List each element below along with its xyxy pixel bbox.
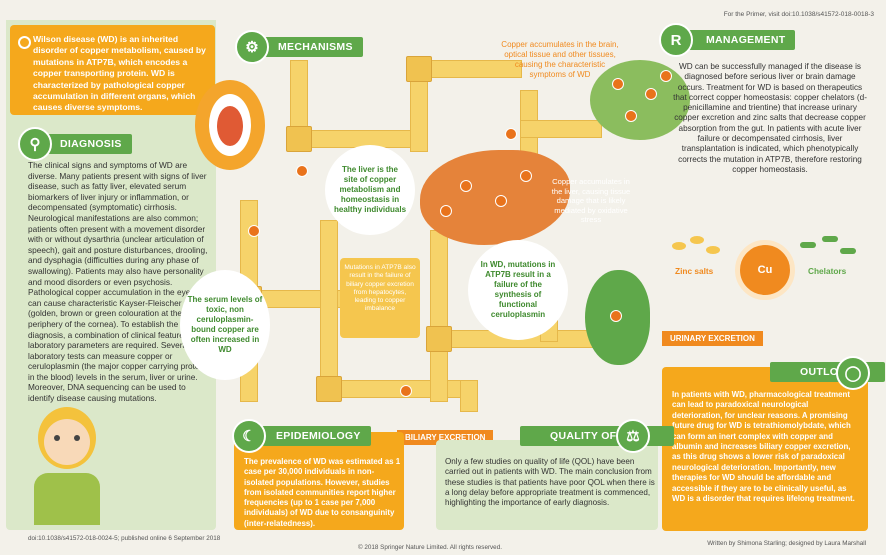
pipe-joint <box>316 376 342 402</box>
ceruloplasmin-callout: In WD, mutations in ATP7B result in a fa… <box>468 240 568 340</box>
pipe-joint <box>426 326 452 352</box>
pipe-9 <box>320 220 338 392</box>
pipe-10 <box>320 380 472 398</box>
mechanisms-header: MECHANISMS <box>248 37 363 57</box>
pipe-14 <box>460 380 478 412</box>
copper-dot <box>400 385 412 397</box>
epidemiology-text: The prevalence of WD was estimated as 1 … <box>244 457 401 528</box>
zinc-salts-label: Zinc salts <box>675 266 714 276</box>
pipe-6 <box>520 120 602 138</box>
kidney-illustration <box>585 270 650 365</box>
epidemiology-header: EPIDEMIOLOGY <box>246 426 371 446</box>
brain-callout: Copper accumulates in the brain, optical… <box>501 40 619 79</box>
footer-copyright: © 2018 Springer Nature Limited. All righ… <box>358 544 502 551</box>
copper-dot <box>505 128 517 140</box>
copper-circle: Cu <box>735 240 795 300</box>
liver-illustration <box>420 150 570 245</box>
management-header: MANAGEMENT <box>676 30 796 50</box>
copper-dot <box>296 165 308 177</box>
outlook-text: In patients with WD, pharmacological tre… <box>672 390 855 504</box>
chelator-pills <box>800 236 860 258</box>
scales-icon: ⚖ <box>616 419 650 453</box>
pipe-joint <box>286 126 312 152</box>
urinary-excretion-tag: URINARY EXCRETION <box>662 331 763 346</box>
qol-panel <box>436 440 658 530</box>
intro-bullet-icon <box>18 36 31 49</box>
qol-text: Only a few studies on quality of life (Q… <box>445 457 655 508</box>
rx-icon: R <box>659 23 693 57</box>
intro-text: Wilson disease (WD) is an inherited diso… <box>33 34 206 113</box>
liver-accumulation-callout: Copper accumulates in the liver, causing… <box>551 177 631 225</box>
management-text: WD can be successfully managed if the di… <box>673 62 867 174</box>
footer-doi: doi:10.1038/s41572-018-0024-5; published… <box>28 535 221 542</box>
copper-dot <box>248 225 260 237</box>
intro-box <box>10 25 215 115</box>
mutations-biliary-text: Mutations in ATP7B also result in the fa… <box>344 264 416 313</box>
globe-icon: ☾ <box>232 419 266 453</box>
diagnosis-header: DIAGNOSIS <box>30 134 132 154</box>
magnifier-icon: ⚲ <box>18 127 52 161</box>
footer-credits: Written by Shimona Starling; designed by… <box>707 540 866 547</box>
liver-site-callout: The liver is the site of copper metaboli… <box>325 145 415 235</box>
qol-header: QUALITY OF LIFE <box>520 426 674 446</box>
outlook-panel <box>662 367 868 531</box>
pipe-joint <box>406 56 432 82</box>
glasses-icon: ◯ <box>836 356 870 390</box>
mouth-illustration <box>195 80 265 170</box>
brain-illustration <box>590 60 690 140</box>
chelators-label: Chelators <box>808 266 847 276</box>
epidemiology-panel <box>234 432 404 530</box>
primer-link[interactable]: For the Primer, visit doi:10.1038/s41572… <box>723 11 874 18</box>
pipe-11 <box>430 230 448 402</box>
mutations-biliary-box <box>340 258 420 338</box>
serum-callout: The serum levels of toxic, non cerulopla… <box>180 270 270 380</box>
zinc-pills <box>672 236 727 258</box>
diagnosis-text: The clinical signs and symptoms of WD ar… <box>28 160 208 404</box>
gears-icon: ⚙ <box>235 30 269 64</box>
child-illustration <box>20 395 110 525</box>
